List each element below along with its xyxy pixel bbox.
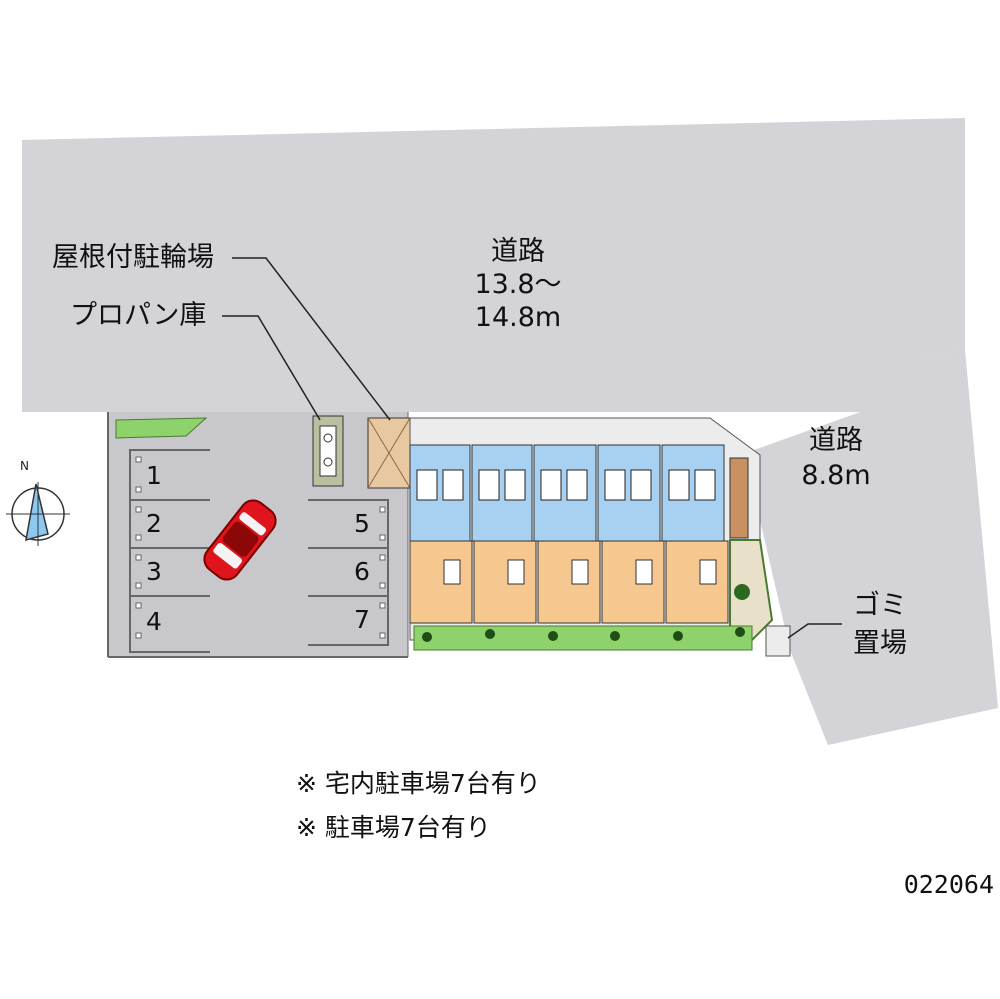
parking-space-7: 7 <box>354 605 370 634</box>
garbage-area <box>765 625 791 657</box>
parking-stalls-left <box>129 449 210 653</box>
garden-right <box>729 539 774 641</box>
property-code: 022064 <box>904 870 994 899</box>
note-onsite-parking: ※ 宅内駐車場7台有り <box>296 769 541 798</box>
units-lower <box>409 540 729 624</box>
label-main-road-width-1: 13.8～ <box>474 269 561 300</box>
compass-north-label: N <box>20 459 29 473</box>
parking-space-5: 5 <box>354 509 370 538</box>
note-parking: ※ 駐車場7台有り <box>296 813 491 842</box>
parking-space-4: 4 <box>146 607 162 636</box>
label-main-road-width-2: 14.8m <box>475 302 561 333</box>
parking-space-6: 6 <box>354 557 370 586</box>
car-icon <box>203 499 277 581</box>
label-bicycle-parking: 屋根付駐輪場 <box>52 242 214 273</box>
label-side-road-width: 8.8m <box>801 460 870 491</box>
label-garbage-1: ゴミ <box>853 590 907 621</box>
label-side-road: 道路 <box>809 425 863 456</box>
main-road <box>22 118 965 412</box>
label-propane-storage: プロパン庫 <box>70 300 206 331</box>
hedge-wall <box>729 457 749 539</box>
label-main-road: 道路 <box>491 236 545 267</box>
compass-north-arrow-icon <box>6 482 70 546</box>
planting-strip <box>115 417 208 439</box>
parking-space-2: 2 <box>146 509 162 538</box>
parking-stalls-right <box>308 499 389 646</box>
side-road <box>740 350 998 745</box>
label-garbage-2: 置場 <box>853 628 907 659</box>
parking-space-1: 1 <box>146 461 162 490</box>
planting-bottom <box>413 625 753 651</box>
parking-space-3: 3 <box>146 557 162 586</box>
tree-icon <box>734 584 750 600</box>
